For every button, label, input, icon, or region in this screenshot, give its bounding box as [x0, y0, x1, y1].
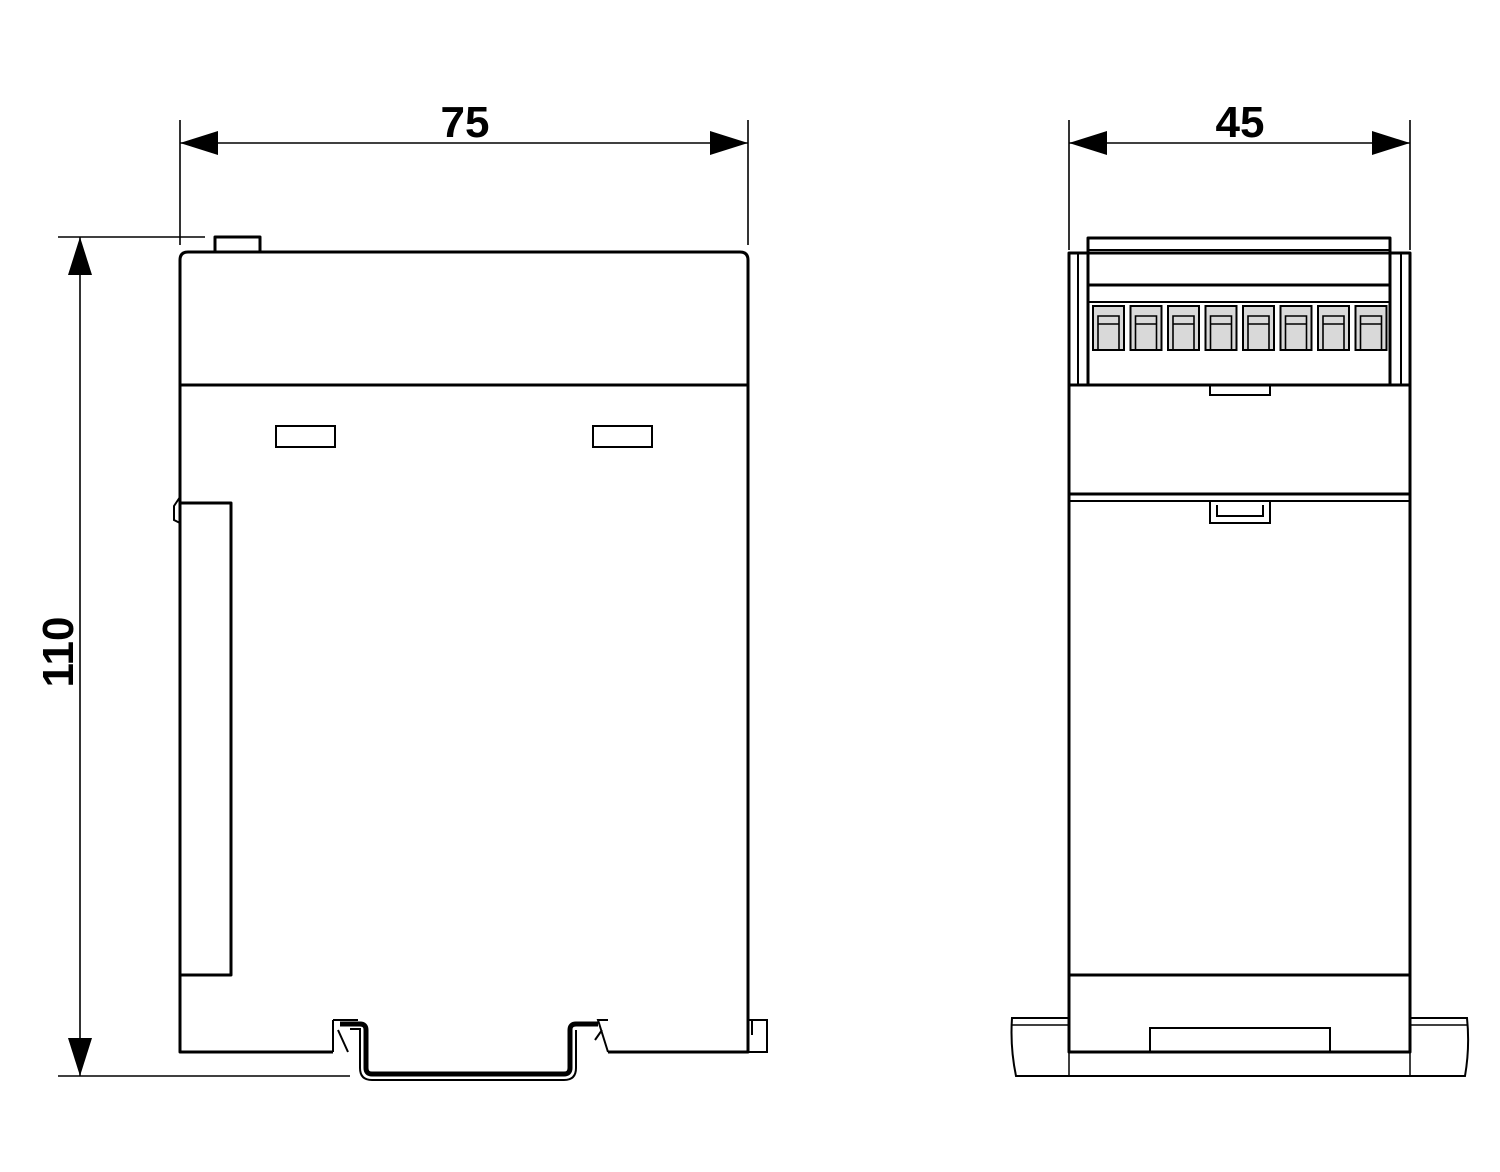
terminal-screw-6 [1284, 315, 1308, 350]
terminal-screw-3 [1172, 315, 1195, 350]
terminal-screw-2 [1134, 315, 1158, 350]
dimension-label-110: 110 [34, 617, 83, 688]
dimension-label-45: 45 [1216, 98, 1265, 147]
arrow-right [710, 131, 748, 155]
front-housing [1067, 236, 1412, 1054]
dimension-label-75: 75 [441, 98, 490, 147]
side-slot-left [275, 425, 336, 448]
din-rail-front [1010, 1017, 1470, 1077]
terminal-row [1092, 305, 1388, 351]
terminal-screw-7 [1322, 315, 1345, 350]
side-housing [173, 235, 768, 1054]
side-view: 75 110 [34, 98, 768, 1081]
din-rail-profile [340, 1021, 598, 1077]
terminal-screw-5 [1247, 315, 1270, 350]
side-slot-right [592, 425, 653, 448]
arrow-left [180, 131, 218, 155]
arrow-down [68, 1038, 92, 1076]
terminal-screw-4 [1209, 315, 1233, 350]
dimension-width-side: 75 [179, 98, 749, 245]
dimension-height: 110 [34, 236, 350, 1077]
terminal-screw-8 [1359, 315, 1383, 350]
arrow-up [68, 237, 92, 275]
arrow-left-front [1069, 131, 1107, 155]
dimension-width-front: 45 [1068, 98, 1411, 250]
arrow-right-front [1372, 131, 1410, 155]
terminal-screw-1 [1097, 315, 1120, 350]
front-bottom-window [1149, 1027, 1331, 1053]
front-view: 45 [1010, 98, 1470, 1077]
